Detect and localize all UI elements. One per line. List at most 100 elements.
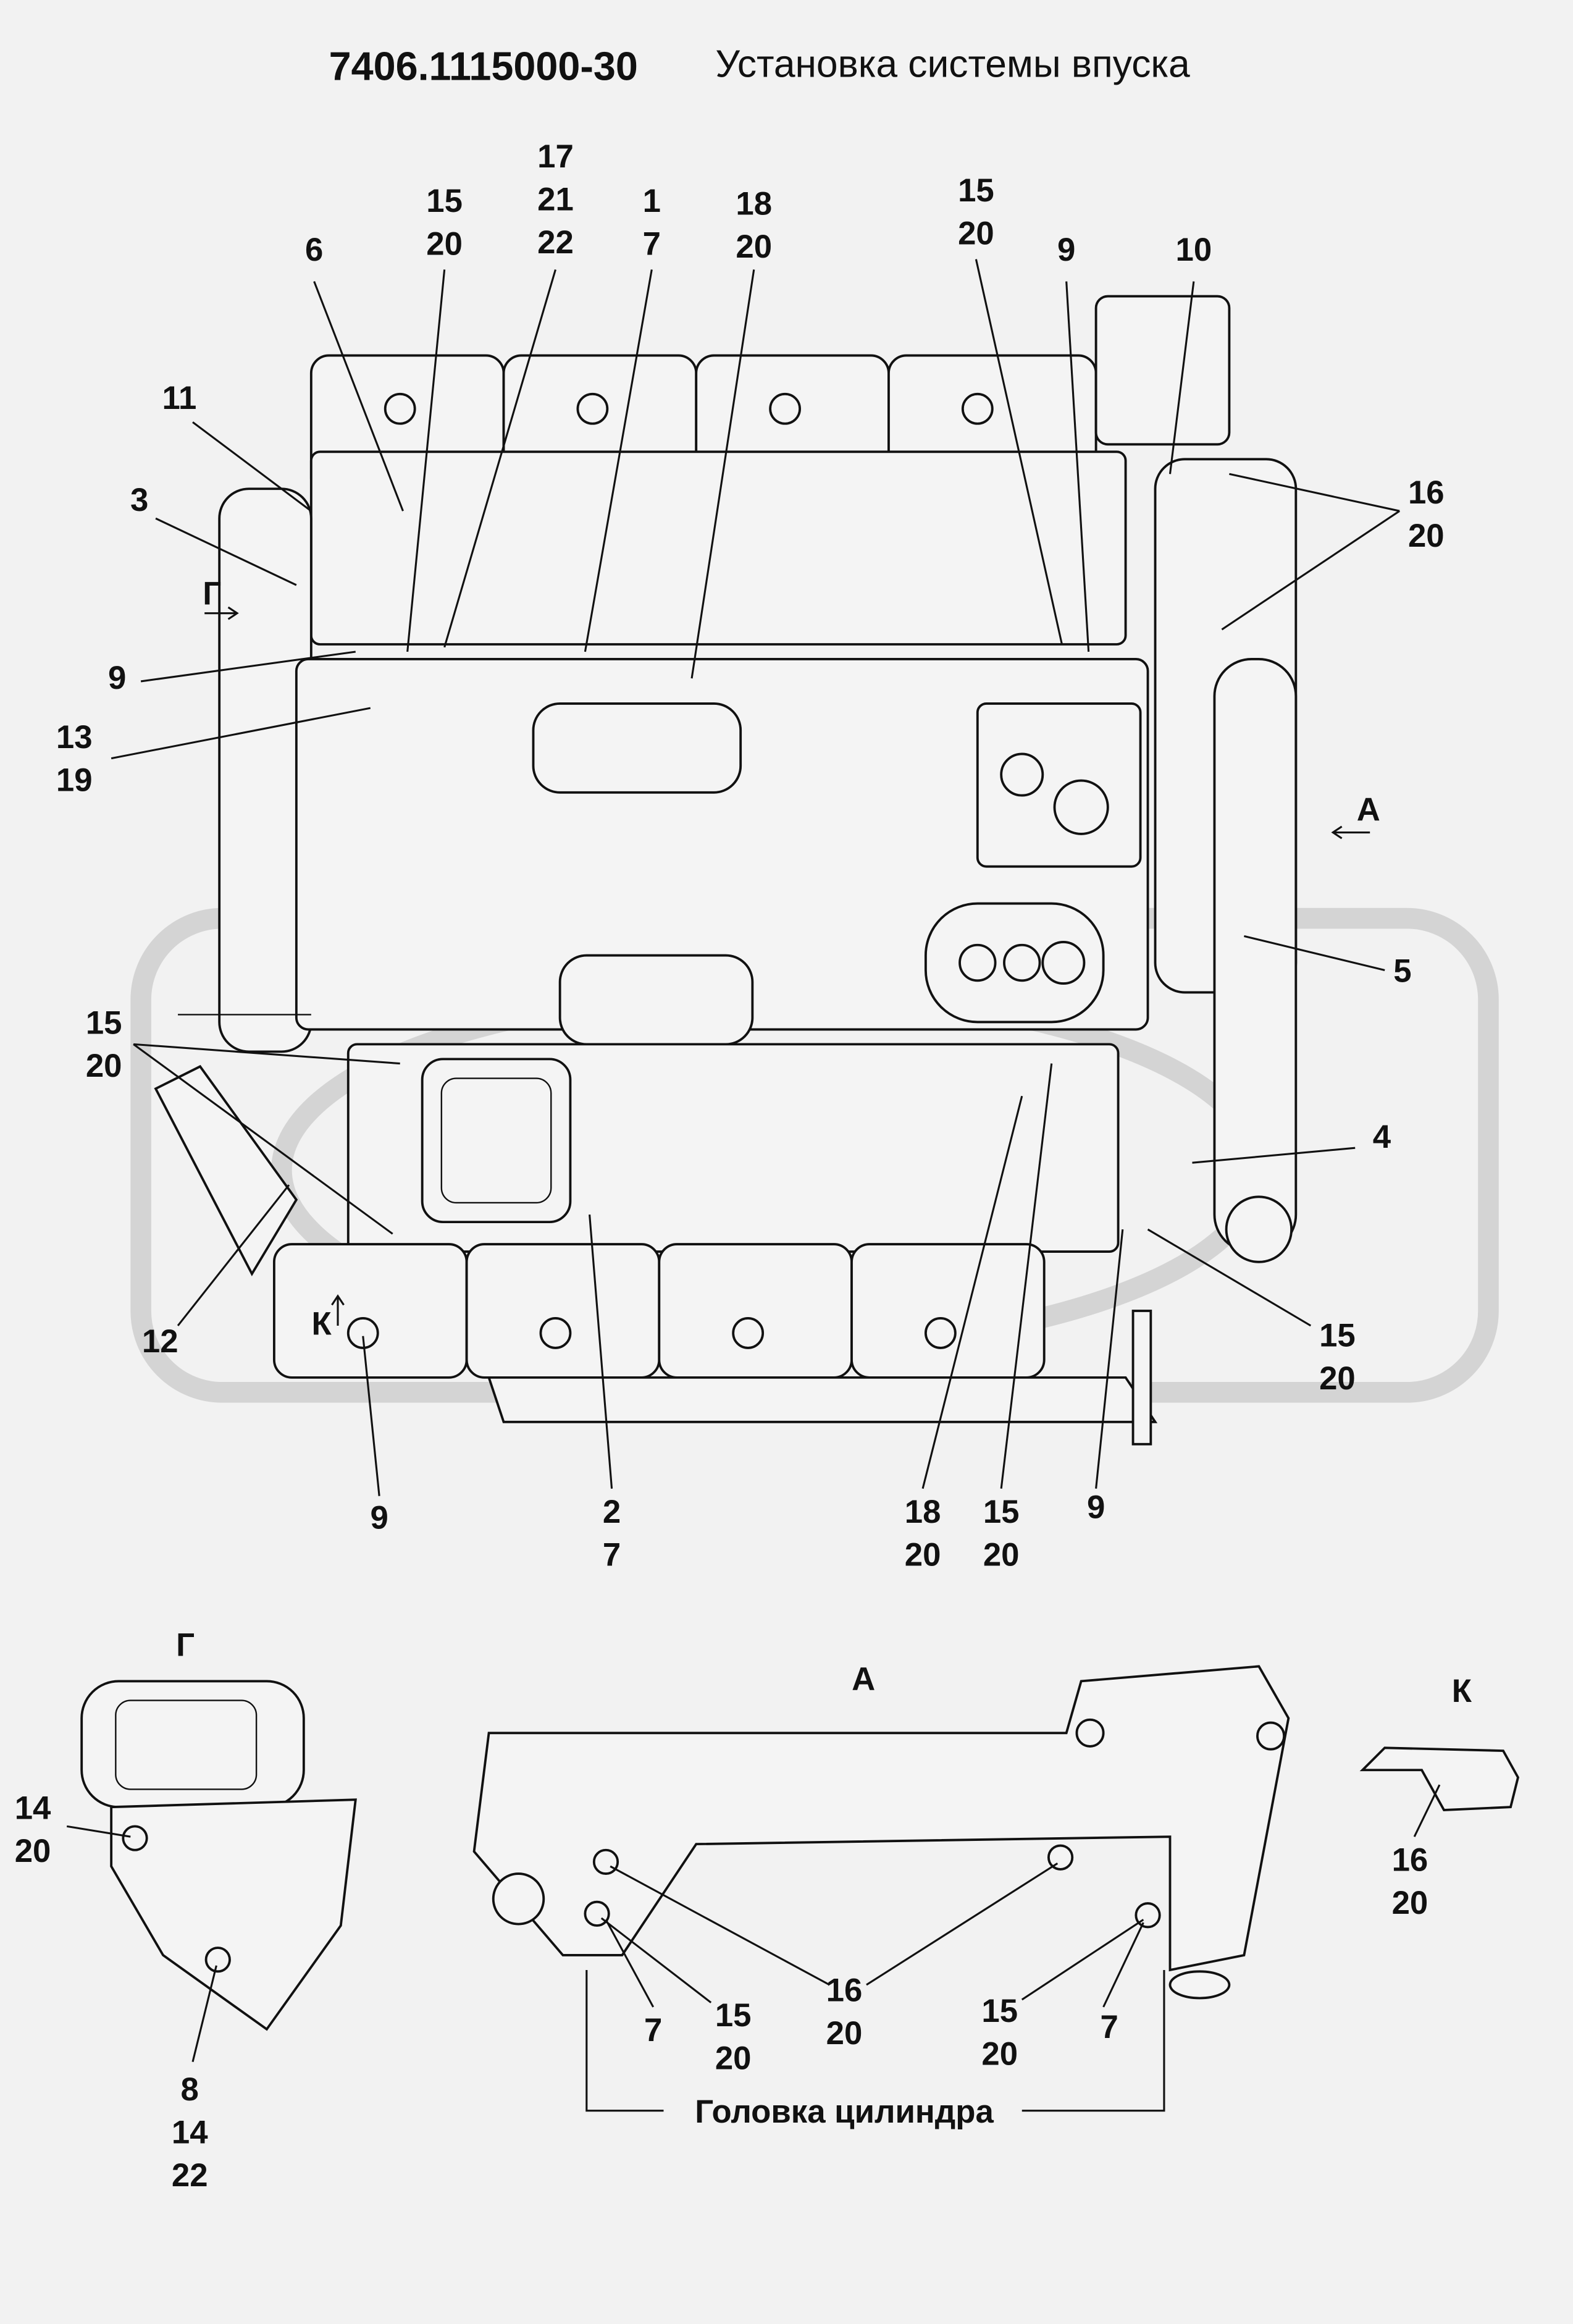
- leader-line: [192, 421, 312, 512]
- callout-number: 15: [715, 1997, 752, 2034]
- callout-number: 14: [172, 2114, 208, 2150]
- leader-line: [191, 1965, 217, 2062]
- callout: 11: [162, 380, 197, 416]
- callout-number: 18: [905, 1494, 941, 1530]
- callout-number: 14: [15, 1790, 51, 1826]
- callout: 27: [603, 1494, 621, 1573]
- callout-number: 7: [603, 1536, 621, 1573]
- detail-view-k: [1359, 1746, 1520, 1811]
- callout-number: 1: [643, 183, 661, 219]
- leader-line: [600, 1917, 712, 2003]
- callout-number: 12: [142, 1323, 178, 1360]
- callout-number: 7: [644, 2012, 662, 2048]
- callout-number: 17: [537, 138, 574, 175]
- callout-number: 20: [426, 225, 463, 262]
- callout-number: 7: [1101, 2009, 1118, 2045]
- callout-number: 9: [1087, 1489, 1105, 1526]
- callout: 7: [644, 2012, 662, 2048]
- leader-line: [133, 1043, 393, 1235]
- callout-number: 6: [305, 232, 323, 268]
- callout: 7: [1101, 2009, 1118, 2045]
- callout-number: 15: [981, 1993, 1018, 2029]
- callout: А: [1357, 791, 1380, 828]
- leader-line: [1102, 1922, 1144, 2008]
- callout-number: 15: [983, 1494, 1020, 1530]
- leader-line: [1244, 935, 1385, 972]
- callout-number: 9: [108, 660, 126, 696]
- leader-line: [921, 1095, 1023, 1489]
- callout-number: 20: [958, 216, 994, 252]
- callout-number: 21: [537, 181, 574, 217]
- callout-number: 20: [1392, 1885, 1428, 1921]
- leader-line: [1065, 281, 1090, 652]
- callout-number: 4: [1373, 1119, 1391, 1155]
- callout: 6: [305, 232, 323, 268]
- fuel-filter-top: [532, 702, 742, 794]
- callout-number: 22: [172, 2157, 208, 2194]
- callout-number: 20: [736, 229, 772, 265]
- view-arrows: [204, 606, 1370, 1326]
- fuel-filter-bottom: [558, 954, 754, 1046]
- cylinder-head-label: Головка цилиндра: [695, 2094, 994, 2130]
- callout-number: 16: [826, 1972, 863, 2008]
- callout-number: 16: [1408, 474, 1445, 511]
- leader-line: [589, 1214, 613, 1489]
- leader-line: [155, 517, 297, 586]
- leader-line: [1221, 510, 1401, 631]
- callout: 9: [1087, 1489, 1105, 1526]
- callout-number: 19: [56, 762, 93, 798]
- leader-line: [610, 1865, 830, 1986]
- callout-number: 2: [603, 1494, 621, 1530]
- engine-main-view: [154, 295, 1298, 1446]
- callout-number: 20: [905, 1536, 941, 1573]
- callout-number: 5: [1393, 953, 1411, 990]
- callout-number: 20: [1319, 1360, 1356, 1397]
- leader-line: [111, 707, 371, 760]
- leader-line: [362, 1336, 380, 1496]
- intake-manifold-top: [309, 450, 1127, 646]
- exhaust-pipe-bottom: [487, 1376, 1158, 1423]
- callout: 10: [1176, 232, 1212, 268]
- leader-line: [975, 259, 1063, 645]
- leader-line: [443, 269, 556, 648]
- leader-line: [1168, 281, 1195, 474]
- valve-covers-bottom: [272, 1243, 1046, 1379]
- callout-number: 20: [983, 1536, 1020, 1573]
- arrow-g-icon: [204, 606, 239, 620]
- callout-number: Г: [203, 575, 221, 612]
- arrow-k-icon: [331, 1294, 345, 1326]
- callout-number: 20: [715, 2040, 752, 2077]
- detail-view-a: Головка цилиндра: [472, 1665, 1290, 2130]
- callout: 9: [370, 1499, 388, 1536]
- callout: 9: [1057, 232, 1075, 268]
- inlet-flange: [421, 1058, 572, 1224]
- detail-view-g: [80, 1680, 357, 2031]
- callout-number: 20: [15, 1833, 51, 1869]
- callout-number: 20: [86, 1048, 122, 1084]
- callout: К: [312, 1305, 332, 1342]
- pipe-5: [1213, 658, 1298, 1253]
- leader-line: [177, 1184, 290, 1326]
- callout-number: 8: [181, 2071, 199, 2108]
- callout-number: 9: [1057, 232, 1075, 268]
- callout-number: 20: [1408, 518, 1445, 554]
- leader-line: [1095, 1229, 1124, 1489]
- view-title-k: К: [1452, 1673, 1472, 1709]
- callout-number: А: [1357, 791, 1380, 828]
- leader-line: [1021, 1919, 1144, 2001]
- turbo-flange: [1094, 295, 1231, 446]
- callout-number: 16: [1392, 1842, 1428, 1878]
